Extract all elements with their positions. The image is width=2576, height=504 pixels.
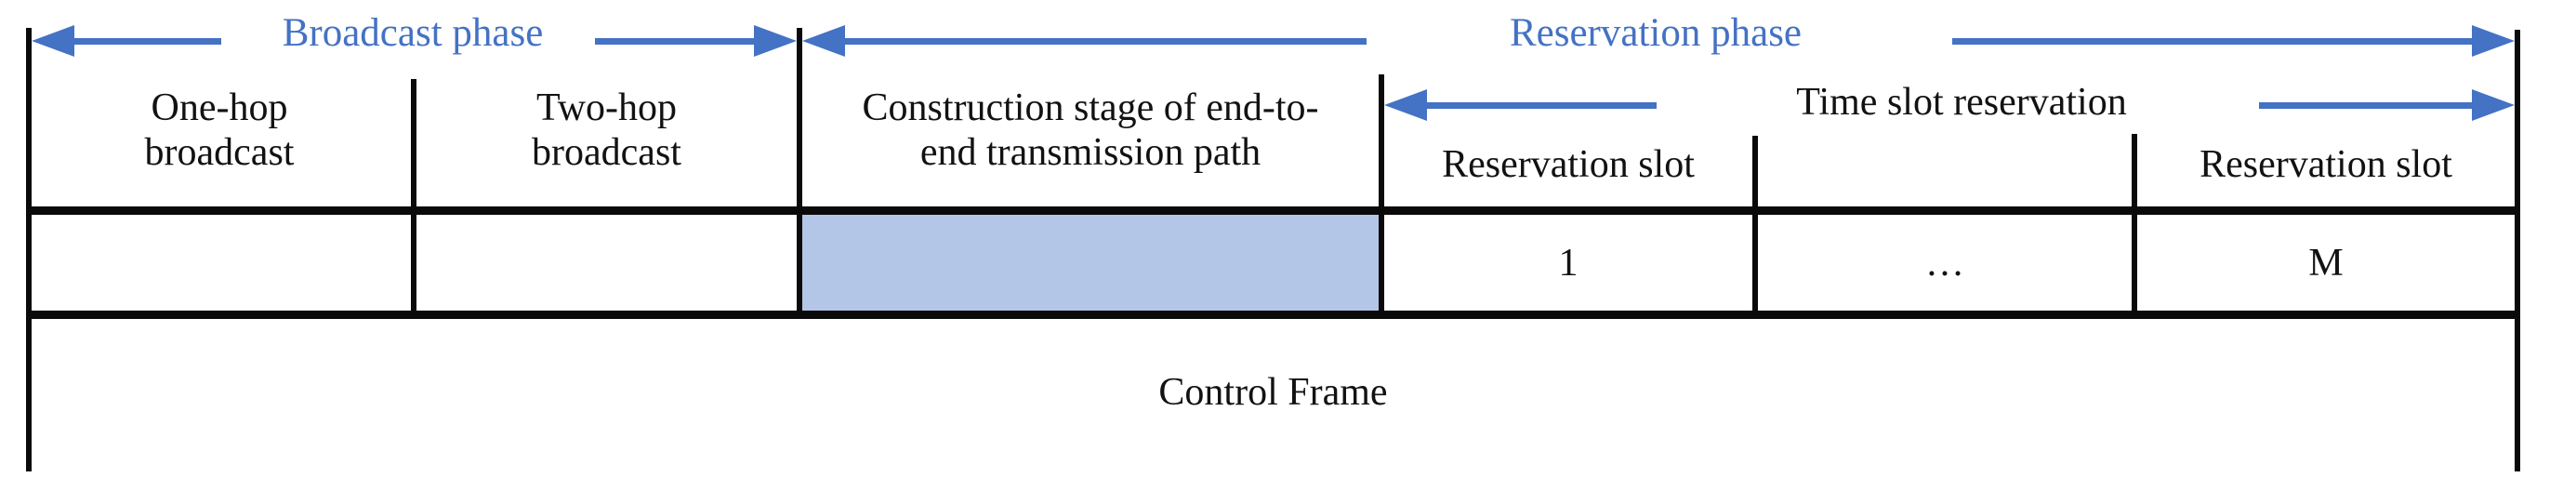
table-right-border [2515, 30, 2520, 471]
broadcast-phase-label: Broadcast phase [282, 11, 544, 55]
one-hop-line2: broadcast [144, 131, 295, 174]
broadcast-arrowhead-right-icon [754, 25, 797, 57]
slot-index-1-cell: 1 [1558, 242, 1579, 285]
construction-stage-fill-cell [802, 215, 1379, 311]
reservation-arrow-shaft-right [1952, 38, 2475, 45]
timeslot-arrow-shaft-left [1421, 102, 1657, 109]
slot-index-M-cell: M [2308, 242, 2344, 285]
table-left-border [26, 28, 32, 471]
construction-line2: end transmission path [919, 131, 1262, 174]
one-hop-line1: One-hop [151, 86, 288, 129]
two-hop-broadcast-cell: Two-hop broadcast [416, 86, 797, 175]
construction-stage-cell: Construction stage of end-to- end transm… [802, 86, 1379, 175]
one-hop-broadcast-cell: One-hop broadcast [32, 86, 407, 175]
timeslot-arrowhead-right-icon [2472, 89, 2515, 121]
broadcast-arrow-shaft-left [63, 38, 221, 45]
slot-index-ellipsis-cell: … [1925, 242, 1964, 285]
divider-onehop-twohop [411, 79, 416, 319]
timeslot-arrow-shaft-right [2259, 102, 2475, 109]
divider-ellipsis-slotM [2132, 134, 2137, 319]
reservation-arrowhead-left-icon [802, 25, 845, 57]
reservation-slot-first-label: Reservation slot [1442, 143, 1695, 186]
header-row-bottom-border [26, 206, 2520, 215]
reservation-arrowhead-right-icon [2472, 25, 2515, 57]
divider-twohop-construction [797, 28, 802, 319]
two-hop-line2: broadcast [532, 131, 681, 174]
two-hop-line1: Two-hop [535, 86, 678, 129]
broadcast-arrow-shaft-right [595, 38, 755, 45]
control-frame-label: Control Frame [1158, 371, 1388, 414]
reservation-phase-label: Reservation phase [1509, 11, 1803, 55]
timeslot-arrowhead-left-icon [1384, 89, 1427, 121]
divider-slot1-ellipsis [1752, 136, 1758, 319]
slot-row-bottom-border [26, 311, 2520, 319]
time-slot-reservation-label: Time slot reservation [1796, 81, 2127, 124]
reservation-slot-last-label: Reservation slot [2200, 143, 2452, 186]
construction-line1: Construction stage of end-to- [862, 86, 1319, 129]
divider-construction-slot1 [1379, 74, 1384, 319]
reservation-arrow-shaft-left [839, 38, 1367, 45]
